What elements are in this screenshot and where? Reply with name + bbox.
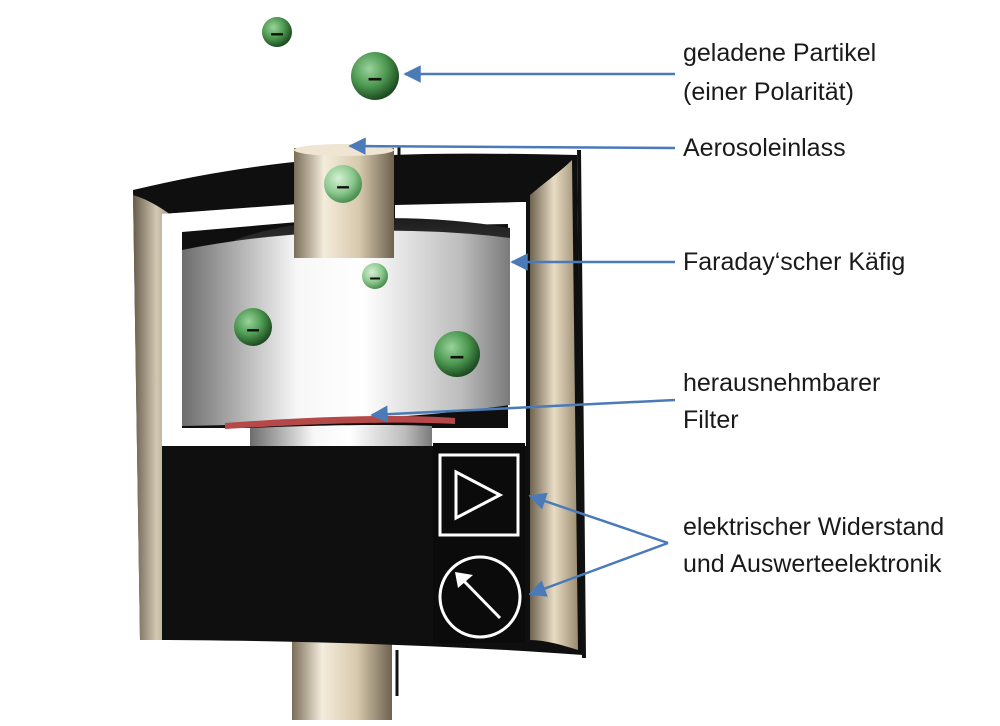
electronics-arrow-lower — [528, 541, 669, 597]
label-electronics-line2: und Auswerteelektronik — [683, 550, 942, 578]
label-filter-line1: herausnehmbarer — [683, 369, 881, 397]
meter-dial-icon — [438, 555, 522, 639]
inlet-tube — [294, 148, 394, 258]
cavity-top-gap — [162, 204, 298, 232]
amplifier-symbol-box — [438, 453, 520, 537]
electronics-panel — [433, 443, 525, 643]
meter-needle-head-icon — [455, 572, 473, 588]
label-cage: Faraday‘scher Käfig — [683, 248, 906, 276]
particle: – — [434, 331, 480, 377]
svg-text:–: – — [336, 173, 349, 200]
label-filter-line2: Filter — [683, 406, 739, 434]
label-particles-line2: (einer Polarität) — [683, 78, 854, 106]
cavity-right-gap — [508, 203, 526, 446]
svg-text:–: – — [368, 62, 382, 92]
filter — [225, 415, 455, 429]
particle: – — [351, 52, 399, 100]
svg-text:–: – — [270, 20, 283, 47]
particle: – — [324, 165, 362, 203]
particle: – — [262, 17, 292, 47]
particle: – — [234, 308, 272, 346]
faraday-cage — [182, 230, 510, 426]
electronics-arrow-upper — [528, 492, 669, 545]
svg-text:–: – — [246, 316, 259, 343]
outlet-tube — [292, 638, 392, 720]
particle: – — [362, 263, 388, 289]
cavity-left-gap — [162, 214, 182, 446]
svg-text:–: – — [450, 340, 464, 370]
label-particles-line1: geladene Partikel — [683, 39, 877, 67]
filter-arrow — [370, 398, 676, 423]
label-inlet: Aerosoleinlass — [683, 134, 846, 162]
svg-text:–: – — [369, 267, 380, 289]
inlet-arrow — [348, 137, 676, 155]
label-electronics-line1: elektrischer Widerstand — [683, 513, 945, 541]
amplifier-triangle-icon — [454, 469, 504, 521]
meter-needle-icon — [458, 575, 502, 620]
filter-holder — [250, 424, 432, 446]
